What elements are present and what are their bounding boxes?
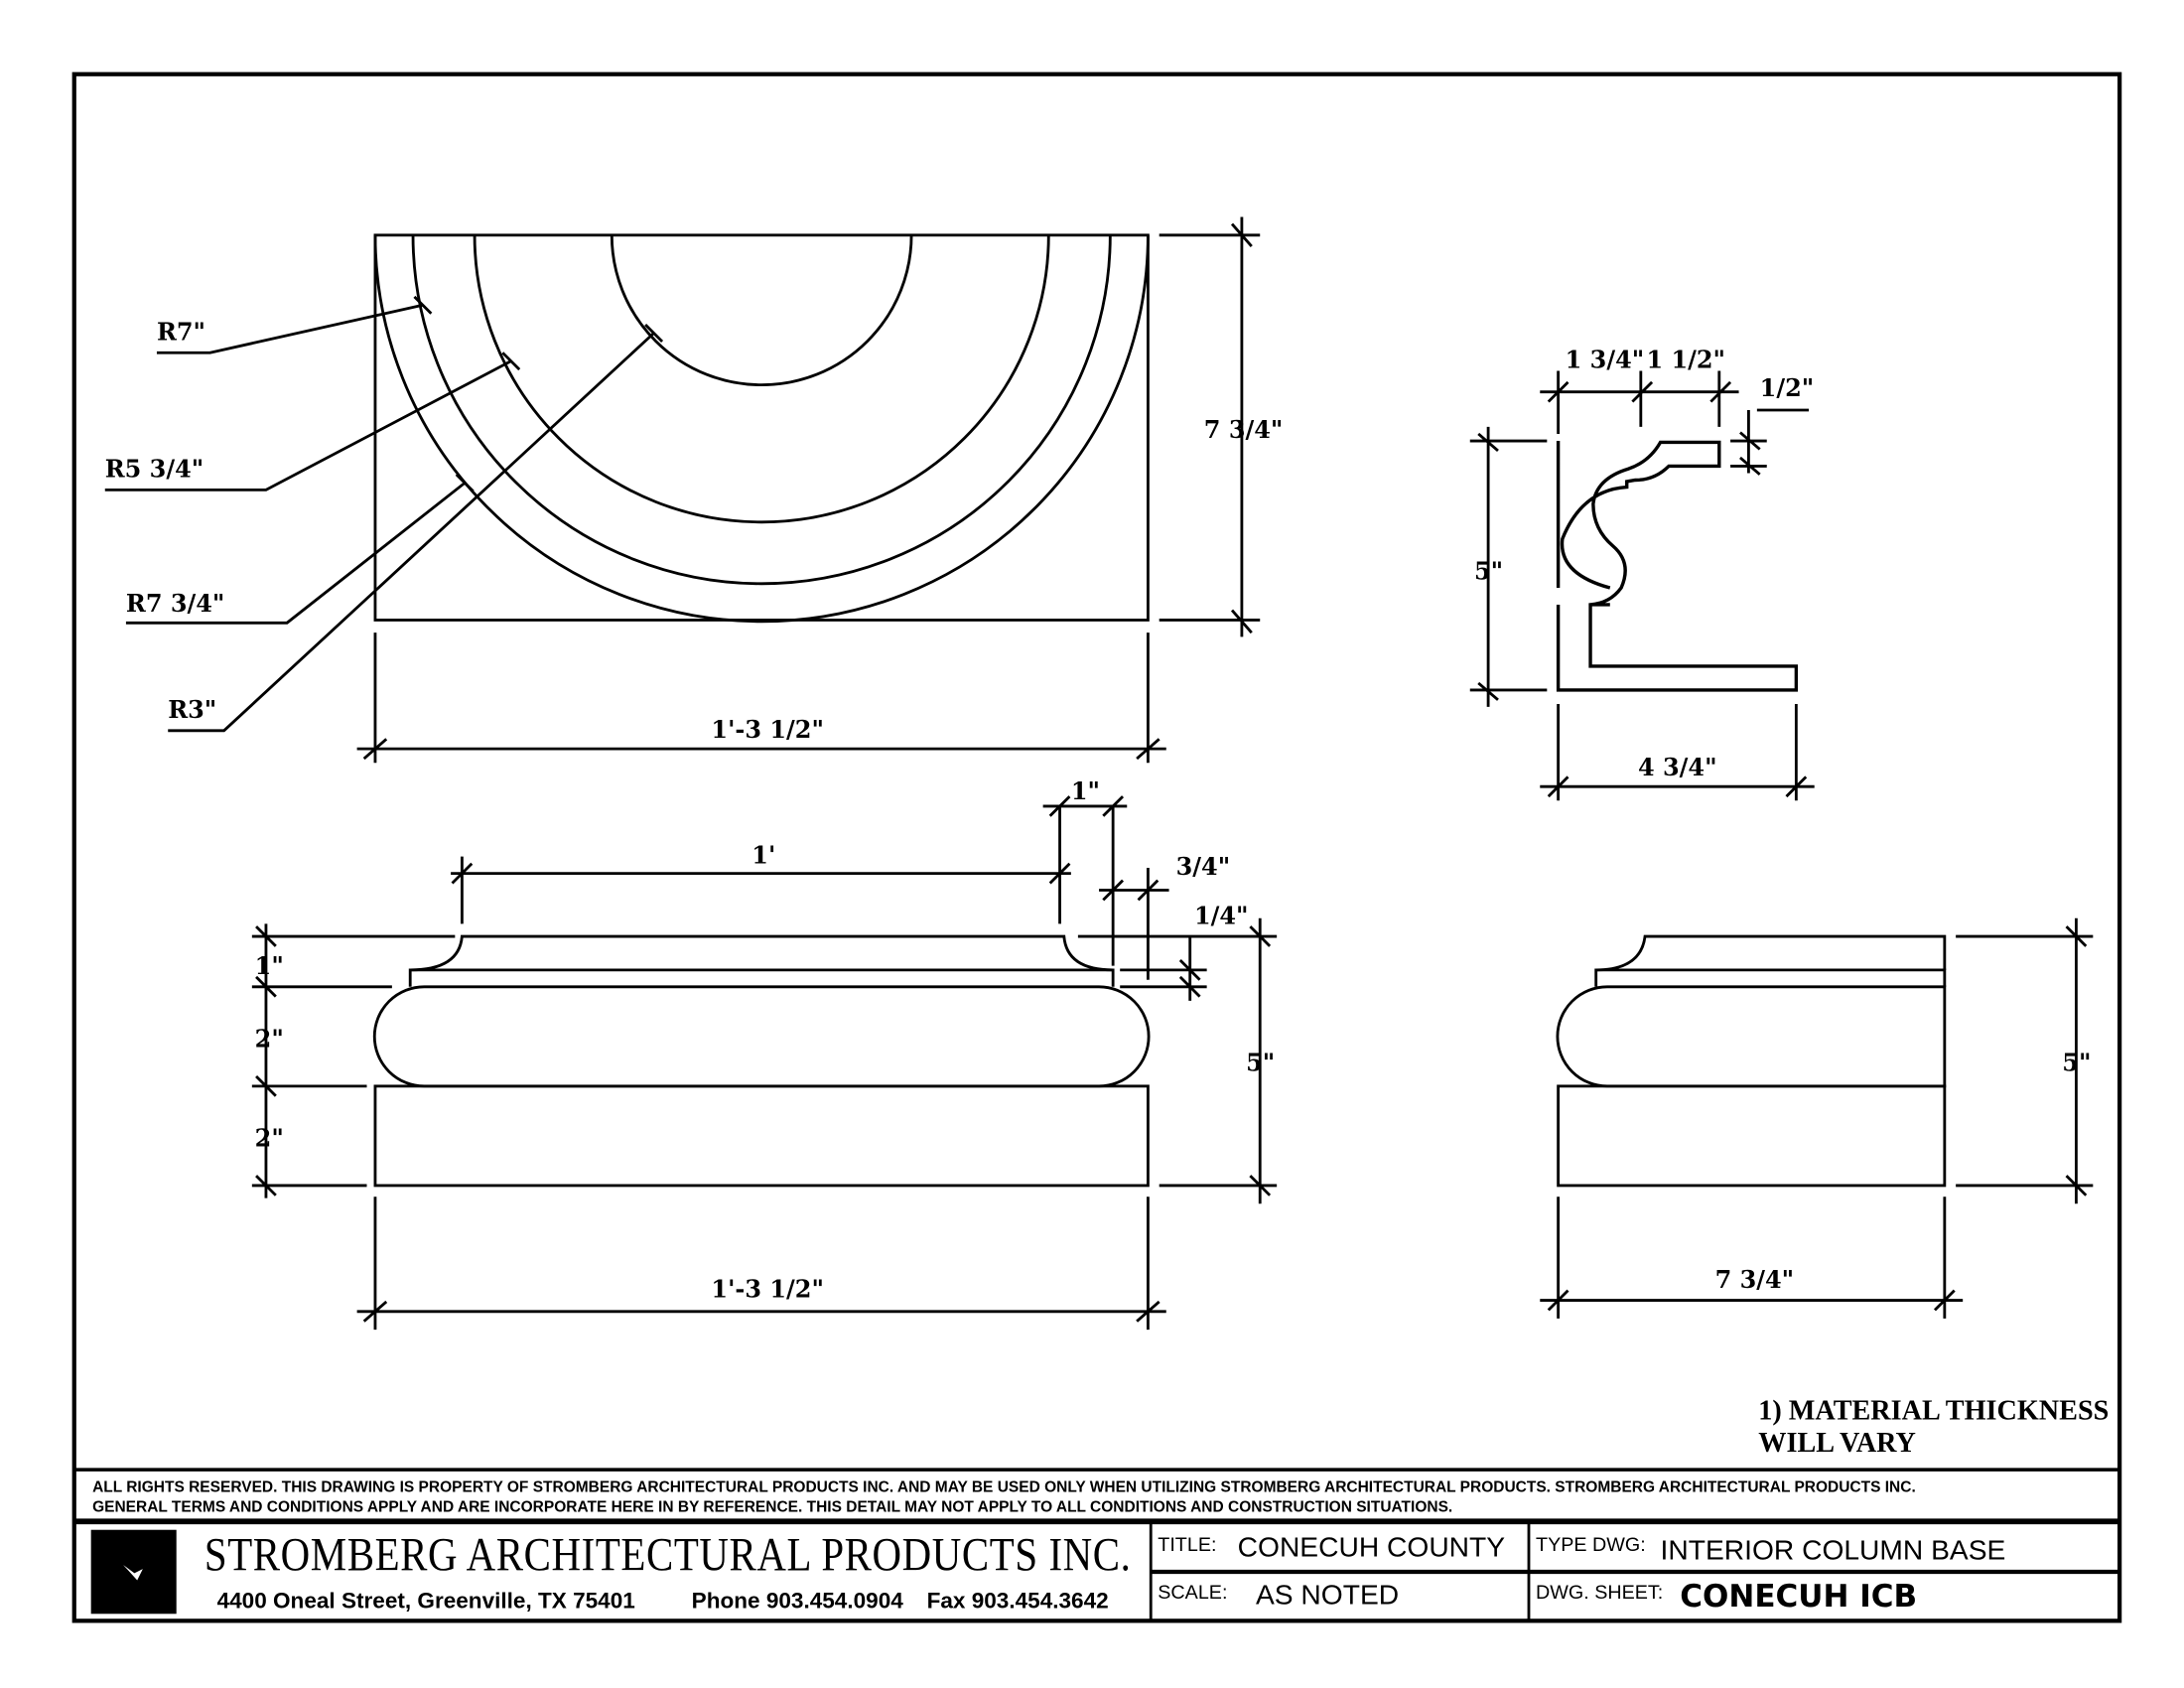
radius-label: R3" <box>168 696 216 724</box>
band-dimension: 1" <box>255 952 284 980</box>
side-height: 5" <box>2062 1049 2091 1076</box>
front-width: 1'-3 1/2" <box>711 1276 824 1304</box>
side-width: 7 3/4" <box>1715 1266 1795 1294</box>
section-top-right: 1 1/2" <box>1646 347 1725 374</box>
company-address: 4400 Oneal Street, Greenville, TX 75401 <box>217 1589 635 1614</box>
sheet-border <box>71 71 2122 1623</box>
section-width: 4 3/4" <box>1638 754 1717 781</box>
company-name: STROMBERG ARCHITECTURAL PRODUCTS INC. <box>205 1529 1132 1582</box>
plinth-dimension: 1' <box>751 842 775 870</box>
section-height: 5" <box>1474 558 1503 586</box>
disclaimer-line: GENERAL TERMS AND CONDITIONS APPLY AND A… <box>92 1498 1452 1515</box>
sheet-value: CONECUH ICB <box>1680 1579 1917 1615</box>
company-logo <box>90 1529 177 1615</box>
radius-label: R7 3/4" <box>126 590 225 618</box>
company-phone: Phone 903.454.0904 <box>692 1589 904 1614</box>
side-elevation: 5" 7 3/4" <box>1540 917 2094 1319</box>
offset-1-dimension: 1" <box>1071 777 1100 805</box>
disclaimer-line: ALL RIGHTS RESERVED. THIS DRAWING IS PRO… <box>92 1479 1916 1496</box>
plan-view: R7" R5 3/4" R7 3/4" R3" 7 3/4" 1'-3 1/2" <box>104 216 1284 764</box>
radius-label: R7" <box>157 319 205 347</box>
section-top-left: 1 3/4" <box>1566 347 1645 374</box>
arc-r7 <box>411 234 1112 586</box>
title-label: TITLE: <box>1158 1534 1216 1556</box>
arc-r7-3-4 <box>373 234 1150 624</box>
section-profile: 5" 1 3/4" 1 1/2" 1/2" 4 3/4" <box>1469 347 1815 801</box>
base-dimension: 2" <box>255 1124 284 1152</box>
type-label: TYPE DWG: <box>1536 1534 1646 1556</box>
title-block: STROMBERG ARCHITECTURAL PRODUCTS INC. 44… <box>73 1518 2120 1621</box>
offset-3-4-dimension: 3/4" <box>1176 853 1231 881</box>
scale-value: AS NOTED <box>1256 1578 1399 1610</box>
note-line: 1) MATERIAL THICKNESS <box>1758 1395 2109 1426</box>
bird-icon <box>123 1564 143 1581</box>
width-dimension: 1'-3 1/2" <box>711 716 824 744</box>
height-dimension: 7 3/4" <box>1204 416 1284 444</box>
torus-dimension: 2" <box>255 1025 284 1053</box>
front-elevation: 1" 2" 2" 1' 1" 3/4" 1/4" 5" 1'-3 1/2" <box>251 777 1278 1331</box>
title-value: CONECUH COUNTY <box>1238 1531 1506 1563</box>
front-height: 5" <box>1246 1049 1275 1076</box>
type-value: INTERIOR COLUMN BASE <box>1661 1533 2006 1565</box>
company-fax: Fax 903.454.3642 <box>927 1589 1109 1614</box>
arc-r5-3-4 <box>473 234 1050 524</box>
arc-r3 <box>610 234 913 386</box>
section-lip: 1/2" <box>1760 374 1815 402</box>
sheet-label: DWG. SHEET: <box>1536 1582 1663 1604</box>
scale-label: SCALE: <box>1158 1582 1227 1604</box>
radius-label: R5 3/4" <box>105 456 205 484</box>
offset-1-4-dimension: 1/4" <box>1194 902 1249 929</box>
note-line: WILL VARY <box>1758 1428 1916 1459</box>
